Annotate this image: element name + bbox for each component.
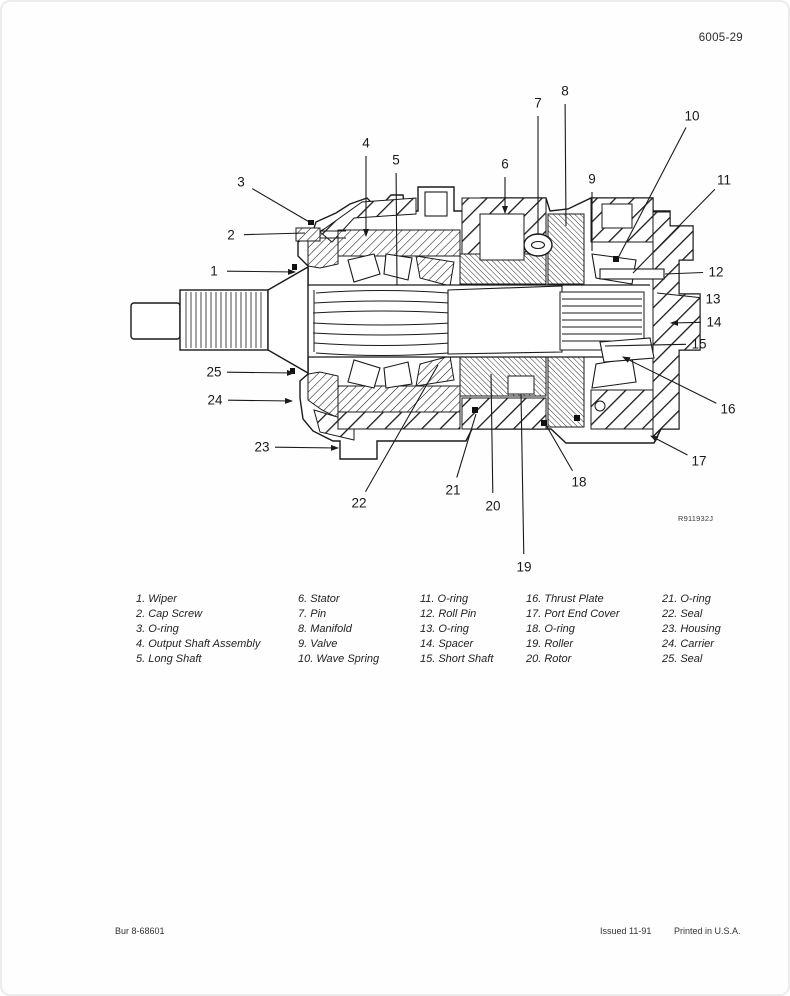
callout-number-25: 25 — [206, 365, 221, 380]
callout-number-5: 5 — [392, 153, 400, 168]
legend-item: 9. Valve — [298, 638, 338, 650]
top-bolt-boss — [424, 191, 448, 217]
legend-item: 16. Thrust Plate — [526, 593, 604, 605]
legend-item: 21. O-ring — [662, 593, 711, 605]
pin — [523, 233, 553, 257]
callout-leader-3 — [251, 188, 312, 224]
motor-cross-section-diagram: 1234567891011121314151617181920212223242… — [130, 84, 736, 575]
legend-item: 23. Housing — [662, 623, 721, 635]
callout-number-16: 16 — [720, 402, 735, 417]
callout-number-7: 7 — [534, 96, 542, 111]
legend-item: 7. Pin — [298, 608, 327, 620]
legend-item: 13. O-ring — [420, 623, 469, 635]
legend-item: 19. Roller — [526, 638, 574, 650]
parts-legend: 1. Wiper 2. Cap Screw 3. O-ring 4. Output S… — [2, 592, 788, 692]
legend-column: 21. O-ring 22. Seal 23. Housing 24. Carrier… — [662, 592, 721, 667]
callout-number-11: 11 — [717, 173, 731, 188]
legend-item: 6. Stator — [298, 593, 340, 605]
callout-leader-5 — [395, 172, 398, 286]
roll-pin — [599, 268, 665, 280]
legend-item: 5. Long Shaft — [136, 653, 202, 665]
housing-cut-sections — [307, 197, 701, 441]
callout-number-4: 4 — [362, 136, 370, 151]
thrust-plate — [599, 337, 655, 363]
legend-item: 24. Carrier — [662, 638, 714, 650]
callout-number-15: 15 — [691, 337, 706, 352]
stator-face — [479, 213, 525, 261]
callout-number-24: 24 — [207, 393, 223, 408]
legend-column: 6. Stator 7. Pin 8. Manifold 9. Valve 10. Wa… — [298, 592, 379, 667]
callout-number-3: 3 — [237, 175, 245, 190]
legend-item: 18. O-ring — [526, 623, 575, 635]
callout-number-13: 13 — [705, 292, 720, 307]
legend-item: 17. Port End Cover — [526, 608, 620, 620]
legend-item: 22. Seal — [662, 608, 703, 620]
roller — [507, 375, 535, 395]
callout-leader-2 — [243, 232, 306, 236]
shaft-spline-lines — [185, 292, 262, 348]
callout-leader-23 — [274, 444, 339, 451]
callout-leader-8 — [564, 103, 567, 227]
callout-leader-1 — [226, 268, 296, 275]
legend-item: 4. Output Shaft Assembly — [136, 638, 261, 650]
callout-number-19: 19 — [516, 560, 531, 575]
callout-number-14: 14 — [706, 315, 722, 330]
callout-number-10: 10 — [684, 109, 699, 124]
callout-leader-21 — [456, 413, 477, 478]
legend-item: 11. O-ring — [420, 593, 469, 605]
callout-leader-18 — [545, 424, 573, 472]
callout-leader-12 — [664, 271, 704, 275]
callout-leader-24 — [227, 397, 293, 404]
output-shaft-assembly — [130, 265, 309, 375]
callout-leader-20 — [490, 373, 494, 494]
legend-item: 8. Manifold — [298, 623, 352, 635]
callout-leader-19 — [520, 393, 525, 555]
figure-reference-number: R911932J — [678, 514, 714, 523]
callout-number-20: 20 — [485, 499, 500, 514]
legend-item: 2. Cap Screw — [136, 608, 203, 620]
legend-item: 15. Short Shaft — [420, 653, 494, 665]
cover-bolt — [594, 400, 606, 412]
legend-item: 12. Roll Pin — [420, 608, 477, 620]
callout-number-17: 17 — [691, 454, 706, 469]
footer-form-number: Bur 8-68601 — [115, 926, 165, 936]
callout-number-9: 9 — [588, 172, 596, 187]
cap-screw — [295, 227, 346, 242]
legend-item: 1. Wiper — [136, 593, 177, 605]
legend-column: 11. O-ring 12. Roll Pin 13. O-ring 14. Spac… — [420, 592, 493, 667]
callout-number-22: 22 — [351, 496, 366, 511]
callout-number-2: 2 — [227, 228, 235, 243]
callout-leader-16 — [622, 356, 717, 404]
legend-item: 25. Seal — [662, 653, 703, 665]
callout-number-21: 21 — [445, 483, 460, 498]
callout-number-6: 6 — [501, 157, 509, 172]
legend-item: 20. Rotor — [526, 653, 572, 665]
callout-leader-14 — [670, 319, 702, 326]
rotor-window — [447, 285, 563, 355]
callout-leader-13 — [656, 292, 701, 299]
legend-column: 16. Thrust Plate 17. Port End Cover 18. O-… — [526, 592, 620, 667]
callout-leader-11 — [632, 188, 716, 274]
callout-number-18: 18 — [571, 475, 586, 490]
legend-item: 14. Spacer — [420, 638, 474, 650]
callout-number-8: 8 — [561, 84, 569, 99]
legend-item: 3. O-ring — [136, 623, 179, 635]
footer-issued-date: Issued 11-91 — [600, 926, 652, 936]
legend-item: 10. Wave Spring — [298, 653, 380, 665]
page-number: 6005-29 — [698, 32, 743, 44]
callout-leader-10 — [616, 127, 687, 261]
callout-number-12: 12 — [708, 265, 723, 280]
callout-leader-15 — [604, 343, 687, 347]
callout-leader-22 — [364, 364, 439, 492]
callout-number-23: 23 — [254, 440, 269, 455]
footer-printed-in: Printed in U.S.A. — [674, 926, 741, 936]
callout-number-1: 1 — [210, 264, 218, 279]
legend-column: 1. Wiper 2. Cap Screw 3. O-ring 4. Output S… — [136, 592, 260, 667]
callout-leader-25 — [226, 369, 295, 376]
long-shaft-gear-teeth — [312, 290, 452, 356]
callout-leader-17 — [650, 435, 688, 456]
valve-bolt — [601, 203, 633, 229]
